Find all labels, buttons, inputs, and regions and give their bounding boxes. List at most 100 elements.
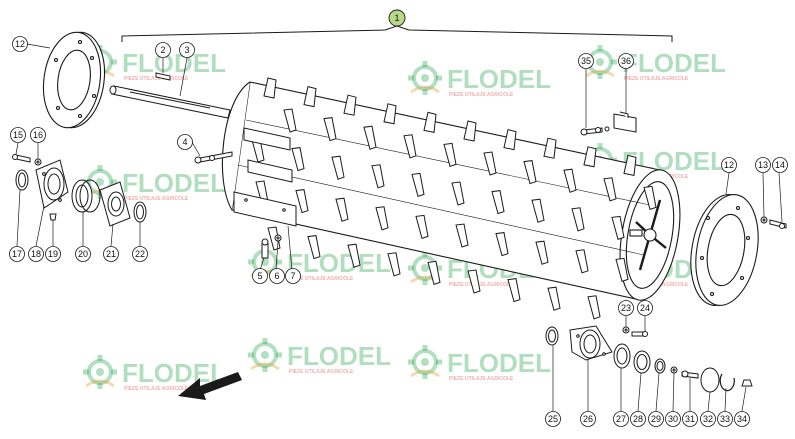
watermark-tagline: PIEZE UTILAJE AGRICOLE (289, 276, 354, 282)
flail-blade (347, 243, 361, 268)
callout-24[interactable]: 24 (637, 300, 653, 316)
nut-34 (741, 379, 753, 387)
callout-label: 24 (640, 303, 650, 313)
callout-17[interactable]: 17 (9, 246, 25, 262)
flail-blade (415, 214, 429, 240)
callout-label: 7 (290, 271, 295, 281)
callout-26[interactable]: 26 (580, 411, 596, 427)
callout-6[interactable]: 6 (269, 268, 285, 284)
callout-label: 14 (775, 160, 785, 170)
watermark-text: FLODEL (122, 168, 226, 198)
callout-15[interactable]: 15 (10, 127, 26, 143)
callout-33[interactable]: 33 (717, 411, 733, 427)
callout-32[interactable]: 32 (700, 411, 716, 427)
assembly-callout[interactable]: 1 (388, 9, 406, 27)
callout-34[interactable]: 34 (734, 411, 750, 427)
watermark-text: FLODEL (287, 341, 391, 371)
callout-16[interactable]: 16 (30, 127, 46, 143)
callout-label: 18 (31, 249, 41, 259)
flail-blade (531, 198, 545, 223)
callout-label: 26 (583, 414, 593, 424)
bolt-5 (261, 238, 269, 259)
washer-6 (274, 234, 282, 242)
svg-text:1: 1 (394, 13, 399, 23)
callout-22[interactable]: 22 (132, 246, 148, 262)
callout-18[interactable]: 18 (28, 246, 44, 262)
callout-label: 30 (668, 414, 678, 424)
callout-31[interactable]: 31 (682, 411, 698, 427)
callout-3[interactable]: 3 (179, 42, 195, 58)
flail-blade (523, 160, 537, 185)
flail-blade (535, 240, 549, 265)
bearing-20 (71, 179, 101, 213)
flail-blade (503, 128, 517, 151)
callout-label: 13 (758, 160, 768, 170)
callout-36[interactable]: 36 (618, 53, 634, 69)
callout-label: 15 (13, 130, 23, 140)
watermark-tagline: PIEZE UTILAJE AGRICOLE (124, 196, 189, 202)
bolt-4 (194, 151, 233, 164)
callout-12[interactable]: 12 (721, 157, 737, 173)
flail-blade (263, 77, 277, 99)
left-flange-plate (42, 31, 106, 129)
flail-blade (295, 189, 309, 214)
callout-label: 5 (257, 271, 262, 281)
watermark-text: FLODEL (447, 348, 551, 378)
callout-23[interactable]: 23 (618, 300, 634, 316)
callout-5[interactable]: 5 (252, 268, 268, 284)
flail-blade (643, 185, 657, 211)
callout-21[interactable]: 21 (103, 246, 119, 262)
callout-19[interactable]: 19 (45, 246, 61, 262)
ring-29 (654, 358, 666, 374)
callout-13[interactable]: 13 (755, 157, 771, 173)
flail-blade (427, 260, 441, 286)
callout-4[interactable]: 4 (177, 134, 193, 150)
watermark-text: FLODEL (122, 48, 226, 78)
flail-blade (363, 125, 377, 150)
flail-blade (423, 111, 437, 133)
callout-7[interactable]: 7 (285, 268, 301, 284)
callout-29[interactable]: 29 (648, 411, 664, 427)
flail-blade (507, 278, 521, 303)
flail-blade (495, 232, 509, 257)
callout-label: 31 (685, 414, 695, 424)
leader-lines (15, 43, 783, 412)
flail-blade (571, 207, 585, 232)
callout-label: 2 (160, 45, 165, 55)
circlip-33 (719, 373, 735, 392)
flail-blade (611, 215, 625, 241)
callout-label: 22 (135, 249, 145, 259)
callout-2[interactable]: 2 (155, 42, 171, 58)
washer-23 (622, 326, 630, 334)
flail-blade (267, 226, 281, 251)
watermark-tagline: PIEZE UTILAJE AGRICOLE (124, 386, 189, 392)
watermark-tagline: PIEZE UTILAJE AGRICOLE (449, 92, 514, 98)
callout-20[interactable]: 20 (75, 246, 91, 262)
assembly-bracket (121, 25, 673, 42)
callout-27[interactable]: 27 (613, 411, 629, 427)
flail-blade (411, 172, 425, 198)
watermark-tagline: PIEZE UTILAJE AGRICOLE (624, 76, 689, 82)
callout-28[interactable]: 28 (630, 411, 646, 427)
callout-30[interactable]: 30 (665, 411, 681, 427)
callout-14[interactable]: 14 (772, 157, 788, 173)
cover-plate (233, 127, 297, 227)
watermark-tagline: PIEZE UTILAJE AGRICOLE (449, 282, 514, 288)
flail-blade (463, 120, 477, 142)
callout-label: 25 (548, 414, 558, 424)
bolt-15 (12, 154, 31, 163)
flail-blade (383, 103, 397, 125)
callout-label: 34 (737, 414, 747, 424)
bolt-31 (681, 370, 699, 379)
washer-13 (760, 216, 768, 224)
callout-label: 28 (633, 414, 643, 424)
callout-35[interactable]: 35 (578, 53, 594, 69)
callout-25[interactable]: 25 (545, 411, 561, 427)
callout-12[interactable]: 12 (12, 36, 28, 52)
callout-label: 12 (724, 160, 734, 170)
callout-label: 35 (581, 56, 591, 66)
flail-blade (583, 146, 597, 168)
